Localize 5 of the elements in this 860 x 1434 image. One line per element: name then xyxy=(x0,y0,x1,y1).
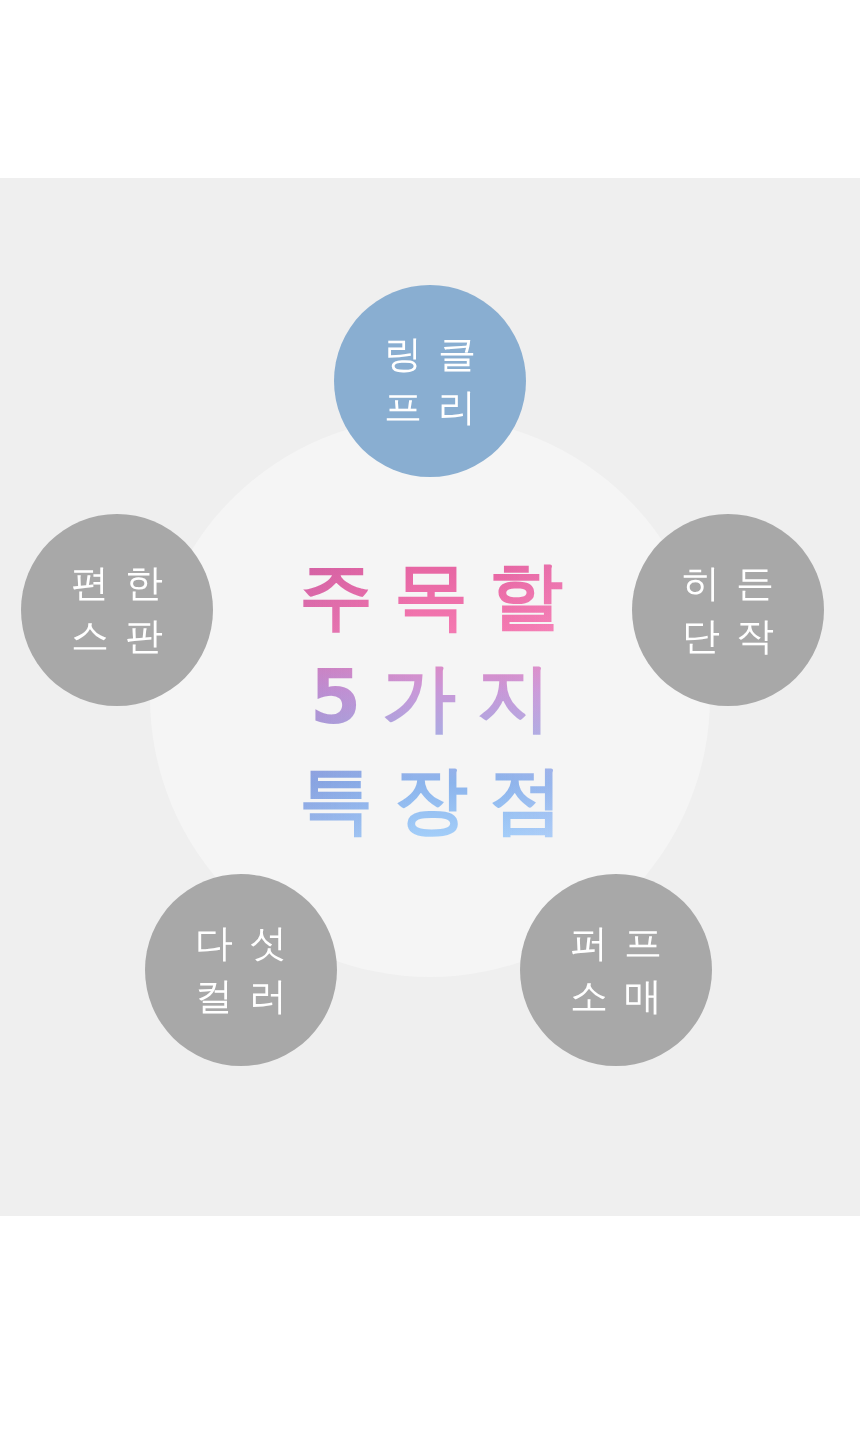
feature-label: 링클 프리 xyxy=(383,331,493,431)
feature-label: 다섯 컬러 xyxy=(194,920,304,1020)
feature-label: 퍼프 소매 xyxy=(569,920,679,1020)
feature-label: 편한 스판 xyxy=(70,560,180,660)
feature-label: 히든 단작 xyxy=(681,560,791,660)
